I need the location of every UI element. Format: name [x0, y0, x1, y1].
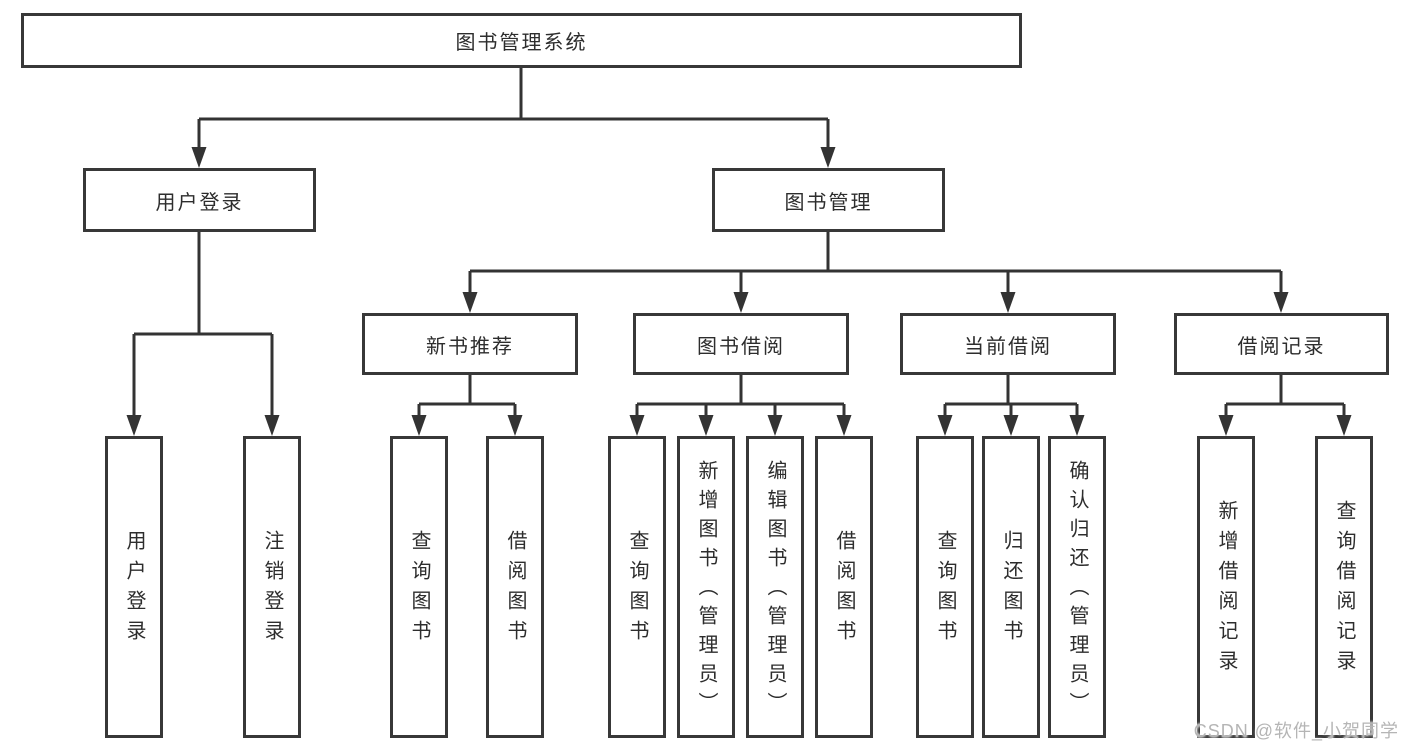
node-add-borrow-record: 新增借阅记录: [1197, 436, 1255, 738]
node-borrow-books-recommend: 借阅图书: [486, 436, 544, 738]
node-return-books: 归还图书: [982, 436, 1040, 738]
node-logout-leaf: 注销登录: [243, 436, 301, 738]
node-book-borrow: 图书借阅: [633, 313, 849, 375]
node-library-system: 图书管理系统: [21, 13, 1022, 68]
node-book-management: 图书管理: [712, 168, 945, 232]
node-confirm-return-admin: 确认归还（管理员）: [1048, 436, 1106, 738]
node-query-borrow-record: 查询借阅记录: [1315, 436, 1373, 738]
node-query-books-recommend: 查询图书: [390, 436, 448, 738]
node-query-books-borrow: 查询图书: [608, 436, 666, 738]
node-current-borrow: 当前借阅: [900, 313, 1116, 375]
watermark: CSDN @软件_小贺同学: [1193, 721, 1399, 741]
node-add-books-admin: 新增图书（管理员）: [677, 436, 735, 738]
node-borrow-records: 借阅记录: [1174, 313, 1389, 375]
node-query-books-current: 查询图书: [916, 436, 974, 738]
node-new-book-recommend: 新书推荐: [362, 313, 578, 375]
node-user-login: 用户登录: [83, 168, 316, 232]
node-user-login-leaf: 用户登录: [105, 436, 163, 738]
node-edit-books-admin: 编辑图书（管理员）: [746, 436, 804, 738]
node-borrow-books-leaf: 借阅图书: [815, 436, 873, 738]
